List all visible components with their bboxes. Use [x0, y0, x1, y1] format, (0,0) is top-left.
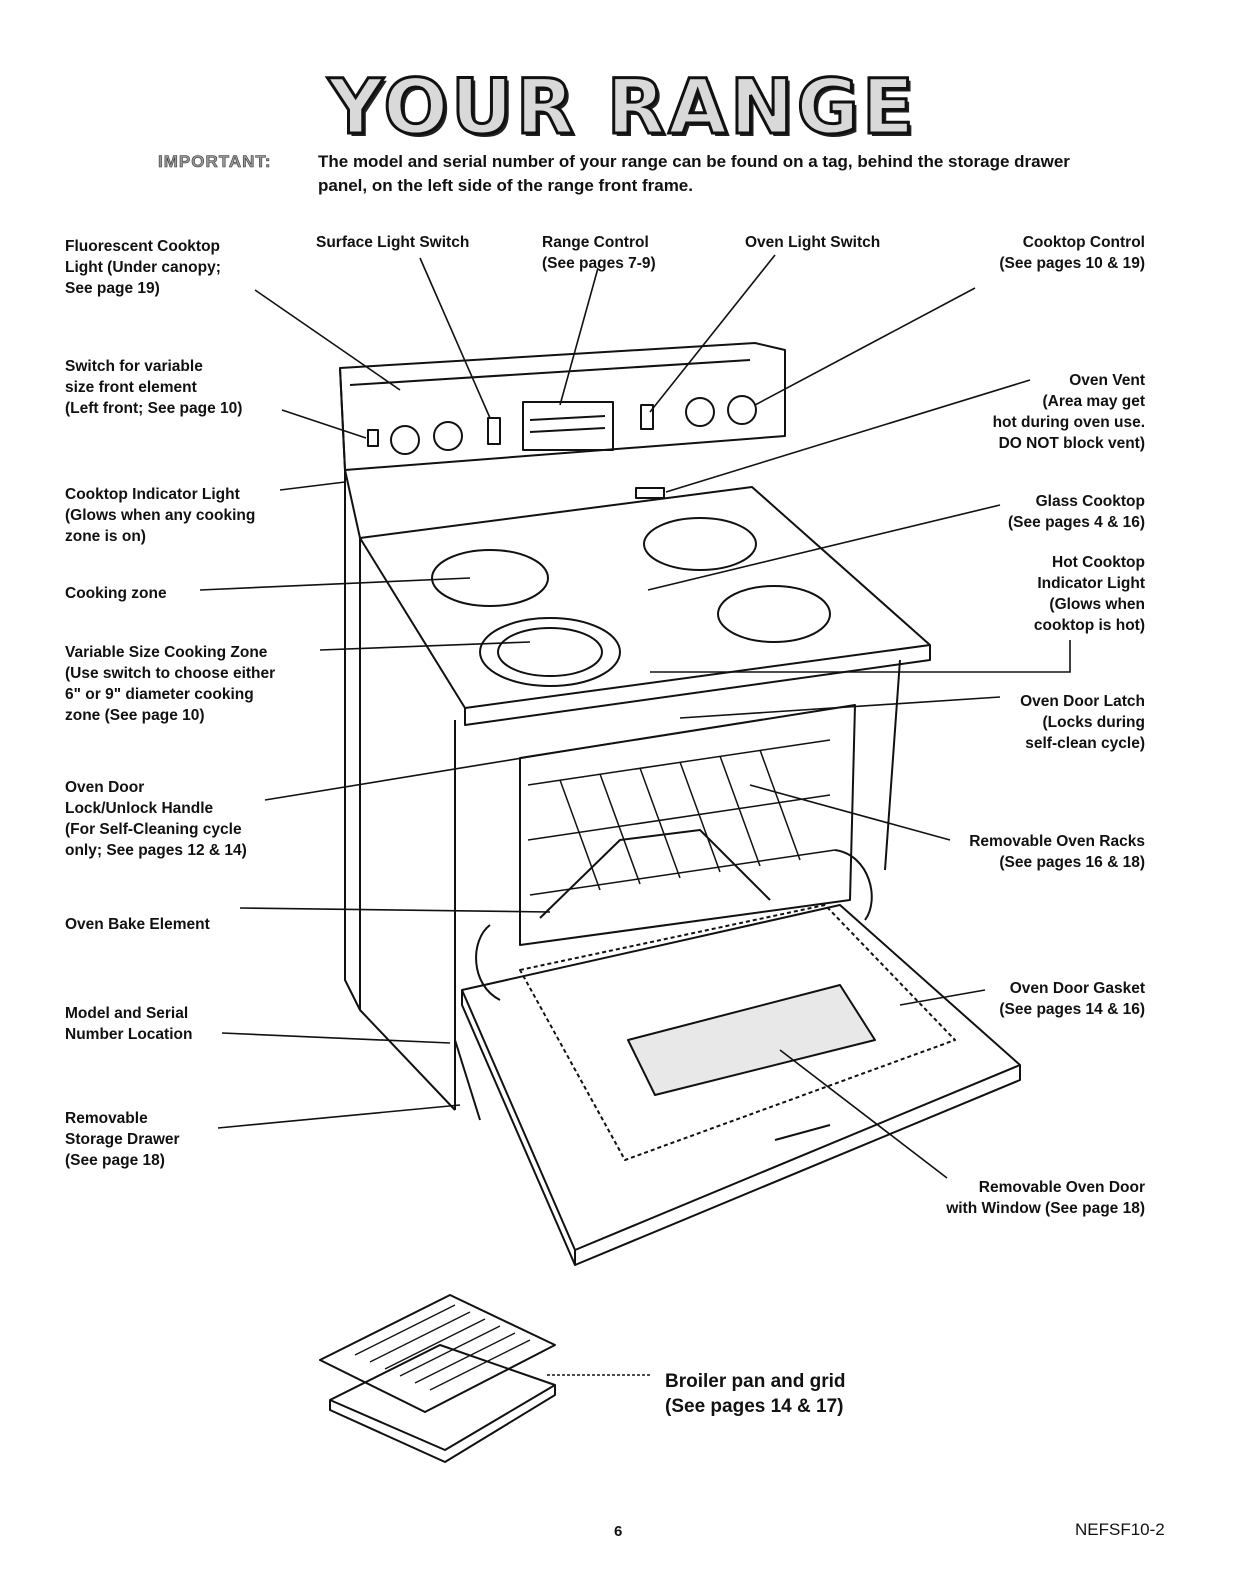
- variable-zone-inner: [497, 627, 603, 677]
- variable-zone-outer: [479, 617, 621, 687]
- range-body-left: [344, 469, 456, 1111]
- variable-switch: [367, 429, 379, 447]
- cooking-zone-right-rear: [643, 517, 757, 571]
- label-variable-switch: Switch for variable size front element (…: [65, 358, 243, 417]
- label-model-serial-location: Model and Serial Number Location: [65, 1005, 193, 1043]
- range-control-display: [522, 401, 614, 451]
- label-oven-door-handle: Oven Door Lock/Unlock Handle (For Self-C…: [65, 779, 247, 859]
- page-title: YOUR RANGE: [327, 61, 917, 153]
- label-fluorescent-cooktop-light: Fluorescent Cooktop Light (Under canopy;…: [65, 238, 221, 297]
- right-knob-2: [727, 395, 757, 425]
- label-broiler-pan: Broiler pan and grid (See pages 14 & 17): [665, 1371, 846, 1417]
- label-cooktop-control: Cooktop Control (See pages 10 & 19): [999, 234, 1145, 272]
- label-oven-light-switch: Oven Light Switch: [745, 234, 881, 251]
- cooking-zone-left-rear: [431, 549, 549, 607]
- bake-element: [539, 829, 771, 919]
- page-number: 6: [614, 1523, 623, 1540]
- label-cooktop-indicator-light: Cooktop Indicator Light (Glows when any …: [65, 486, 256, 545]
- label-oven-door-latch: Oven Door Latch (Locks during self-clean…: [1020, 693, 1145, 752]
- oven-light-switch: [640, 404, 654, 430]
- important-text: The model and serial number of your rang…: [318, 152, 1070, 195]
- document-id: NEFSF10-2: [1075, 1520, 1165, 1539]
- left-knob-1: [390, 425, 420, 455]
- label-cooking-zone: Cooking zone: [65, 585, 167, 602]
- cooking-zone-right-front: [717, 585, 831, 643]
- label-storage-drawer: Removable Storage Drawer (See page 18): [65, 1110, 180, 1169]
- label-oven-door-gasket: Oven Door Gasket (See pages 14 & 16): [999, 980, 1145, 1018]
- label-removable-oven-racks: Removable Oven Racks (See pages 16 & 18): [969, 833, 1145, 871]
- surface-light-switch: [487, 417, 501, 445]
- label-surface-light-switch: Surface Light Switch: [316, 234, 470, 251]
- oven-cavity: [519, 704, 856, 946]
- glass-cooktop: [359, 486, 931, 709]
- door-window: [627, 984, 876, 1096]
- left-knob-2: [433, 421, 463, 451]
- label-hot-cooktop-indicator: Hot Cooktop Indicator Light (Glows when …: [1033, 554, 1145, 634]
- label-glass-cooktop: Glass Cooktop (See pages 4 & 16): [1008, 493, 1145, 531]
- storage-drawer: [454, 1039, 481, 1121]
- label-oven-vent: Oven Vent (Area may get hot during oven …: [992, 372, 1145, 452]
- label-oven-door-window: Removable Oven Door with Window (See pag…: [946, 1179, 1145, 1217]
- label-oven-bake-element: Oven Bake Element: [65, 916, 210, 933]
- right-knob-1: [685, 397, 715, 427]
- door-gasket: [519, 904, 956, 1161]
- label-range-control: Range Control (See pages 7-9): [542, 234, 656, 272]
- oven-racks: [527, 739, 836, 896]
- oven-vent: [635, 487, 665, 499]
- label-variable-size-cooking-zone: Variable Size Cooking Zone (Use switch t…: [65, 644, 276, 724]
- important-label: IMPORTANT:: [158, 152, 272, 172]
- broiler-pan-drawing: [319, 1294, 556, 1463]
